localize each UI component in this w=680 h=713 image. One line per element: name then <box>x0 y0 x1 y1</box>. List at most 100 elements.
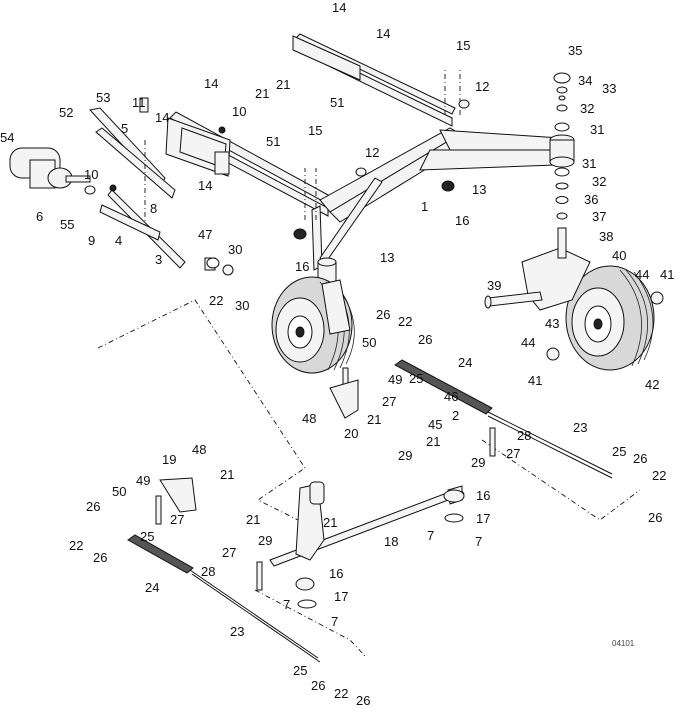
callout-36: 36 <box>584 192 598 207</box>
callout-34: 34 <box>578 73 592 88</box>
callout-8: 8 <box>150 201 157 216</box>
callout-16: 16 <box>295 259 309 274</box>
callout-39: 39 <box>487 278 501 293</box>
callout-10: 10 <box>232 104 246 119</box>
callout-25: 25 <box>293 663 307 678</box>
callout-24: 24 <box>458 355 472 370</box>
callout-40: 40 <box>612 248 626 263</box>
callout-17: 17 <box>334 589 348 604</box>
callout-46: 46 <box>444 389 458 404</box>
callout-29: 29 <box>398 448 412 463</box>
callout-31: 31 <box>582 156 596 171</box>
callout-11: 11 <box>132 95 146 110</box>
callout-22: 22 <box>652 468 666 483</box>
callout-47: 47 <box>198 227 212 242</box>
callout-16: 16 <box>329 566 343 581</box>
callout-50: 50 <box>112 484 126 499</box>
reference-lines <box>97 70 641 657</box>
callout-2: 2 <box>452 408 459 423</box>
callout-44: 44 <box>635 267 649 282</box>
callout-50: 50 <box>362 335 376 350</box>
callout-22: 22 <box>209 293 223 308</box>
callout-25: 25 <box>612 444 626 459</box>
right-caster-wheel <box>484 227 655 371</box>
callout-21: 21 <box>323 515 337 530</box>
callout-4: 4 <box>115 233 122 248</box>
callout-17: 17 <box>476 511 490 526</box>
callout-7: 7 <box>427 528 434 543</box>
callout-7: 7 <box>331 614 338 629</box>
callout-10: 10 <box>84 167 98 182</box>
callout-38: 38 <box>599 229 613 244</box>
callout-20: 20 <box>344 426 358 441</box>
callout-26: 26 <box>418 332 432 347</box>
callout-22: 22 <box>334 686 348 701</box>
cross-shaft <box>269 481 465 567</box>
hardware <box>109 99 664 609</box>
callout-27: 27 <box>506 446 520 461</box>
callout-26: 26 <box>86 499 100 514</box>
callout-18: 18 <box>384 534 398 549</box>
left-caster-wheel <box>271 276 355 374</box>
callout-5: 5 <box>121 121 128 136</box>
callout-27: 27 <box>170 512 184 527</box>
callout-32: 32 <box>592 174 606 189</box>
callout-42: 42 <box>645 377 659 392</box>
callout-37: 37 <box>592 209 606 224</box>
callout-12: 12 <box>365 145 379 160</box>
callout-26: 26 <box>648 510 662 525</box>
callout-23: 23 <box>230 624 244 639</box>
callout-21: 21 <box>276 77 290 92</box>
springs-and-rods <box>127 359 613 663</box>
caster-stack <box>553 72 571 220</box>
callout-53: 53 <box>96 90 110 105</box>
callout-55: 55 <box>60 217 74 232</box>
callout-16: 16 <box>455 213 469 228</box>
callout-14: 14 <box>204 76 218 91</box>
callout-43: 43 <box>545 316 559 331</box>
callout-24: 24 <box>145 580 159 595</box>
actuator-assembly <box>9 97 216 271</box>
callout-27: 27 <box>382 394 396 409</box>
callout-12: 12 <box>475 79 489 94</box>
callout-35: 35 <box>568 43 582 58</box>
callout-14: 14 <box>376 26 390 41</box>
callout-26: 26 <box>356 693 370 708</box>
callout-26: 26 <box>311 678 325 693</box>
callout-6: 6 <box>36 209 43 224</box>
callout-48: 48 <box>192 442 206 457</box>
callout-14: 14 <box>155 110 169 125</box>
callout-54: 54 <box>0 130 14 145</box>
callout-13: 13 <box>472 182 486 197</box>
callout-14: 14 <box>332 0 346 15</box>
callout-25: 25 <box>140 529 154 544</box>
callout-7: 7 <box>475 534 482 549</box>
callout-3: 3 <box>155 252 162 267</box>
callout-21: 21 <box>426 434 440 449</box>
callout-30: 30 <box>228 242 242 257</box>
callout-26: 26 <box>93 550 107 565</box>
callout-21: 21 <box>246 512 260 527</box>
callout-41: 41 <box>528 373 542 388</box>
callout-1: 1 <box>421 199 428 214</box>
callout-16: 16 <box>476 488 490 503</box>
callout-22: 22 <box>398 314 412 329</box>
callout-41: 41 <box>660 267 674 282</box>
callout-25: 25 <box>409 371 423 386</box>
callout-15: 15 <box>308 123 322 138</box>
callout-49: 49 <box>388 372 402 387</box>
callout-51: 51 <box>266 134 280 149</box>
main-frame <box>165 33 575 285</box>
callout-21: 21 <box>367 412 381 427</box>
callout-23: 23 <box>573 420 587 435</box>
callout-7: 7 <box>283 597 290 612</box>
callout-21: 21 <box>255 86 269 101</box>
callout-13: 13 <box>380 250 394 265</box>
callout-52: 52 <box>59 105 73 120</box>
callout-19: 19 <box>162 452 176 467</box>
callout-45: 45 <box>428 417 442 432</box>
callout-27: 27 <box>222 545 236 560</box>
callout-21: 21 <box>220 467 234 482</box>
